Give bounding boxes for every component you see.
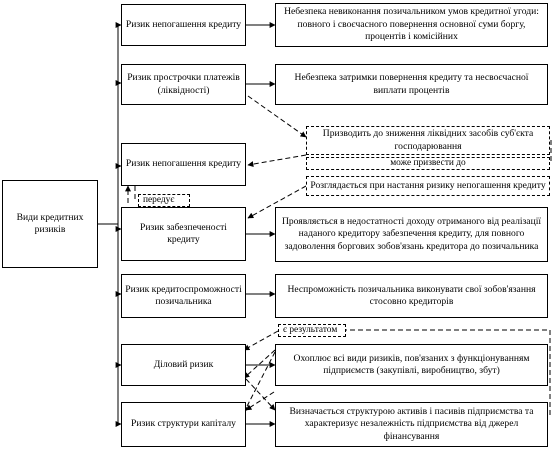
results-tag: є результатом: [278, 324, 346, 337]
root-box: Види кредитних ризиків: [2, 180, 98, 268]
risk-box: Ризик непогашення кредиту: [121, 4, 246, 46]
description-box: Проявляється в недостатності доходу отри…: [275, 207, 548, 262]
description-text: Небезпека невиконання позичальником умов…: [284, 6, 539, 43]
risk-label: Діловий ризик: [153, 358, 214, 370]
description-text: Проявляється в недостатності доходу отри…: [281, 215, 542, 252]
risk-box: Ризик прострочки платежів (ліквідності): [121, 64, 246, 105]
results-text: є результатом: [283, 325, 338, 335]
description-text: Небезпека затримки повернення кредиту та…: [294, 72, 529, 96]
description-text: Визначається структурою активів і пасиві…: [289, 405, 534, 442]
considered-note: Розглядається при настання ризику непога…: [306, 176, 550, 196]
risk-label: Ризик кредитоспроможності позичальника: [125, 283, 242, 307]
root-label: Види кредитних ризиків: [16, 211, 84, 235]
risk-box: Ризик структури капіталу: [121, 402, 246, 447]
risk-label: Ризик непогашення кредиту: [125, 18, 242, 30]
risk-box: Діловий ризик: [121, 344, 246, 386]
description-box: Неспроможність позичальника виконувати с…: [275, 274, 548, 318]
risk-box: Ризик непогашення кредиту: [121, 143, 246, 186]
may-lead-text: може призвести до: [390, 158, 466, 169]
risk-label: Ризик забезпеченості кредиту: [140, 221, 227, 245]
risk-box: Ризик забезпеченості кредиту: [121, 207, 246, 261]
risk-box: Ризик кредитоспроможності позичальника: [121, 274, 246, 318]
risk-label: Ризик структури капіталу: [131, 418, 236, 430]
risk-label: Ризик непогашення кредиту: [125, 158, 242, 170]
may-lead-note: може призвести до: [306, 157, 550, 170]
description-text: Неспроможність позичальника виконувати с…: [287, 283, 536, 307]
description-box: Небезпека невиконання позичальником умов…: [275, 3, 548, 47]
precedes-text: передує: [143, 195, 175, 205]
description-box: Визначається структурою активів і пасиві…: [275, 402, 548, 447]
considered-text: Розглядається при настання ризику непога…: [310, 179, 546, 191]
liquidity-note-text: Призводить до зниження ліквідних засобів…: [322, 128, 534, 152]
risk-label: Ризик прострочки платежів (ліквідності): [127, 72, 240, 96]
liquidity-note: Призводить до зниження ліквідних засобів…: [306, 126, 550, 155]
description-text: Охоплює всі види ризиків, пов'язаних з ф…: [293, 352, 530, 376]
description-box: Небезпека затримки повернення кредиту та…: [275, 64, 548, 105]
description-box: Охоплює всі види ризиків, пов'язаних з ф…: [275, 344, 548, 386]
precedes-tag: передує: [138, 194, 190, 207]
